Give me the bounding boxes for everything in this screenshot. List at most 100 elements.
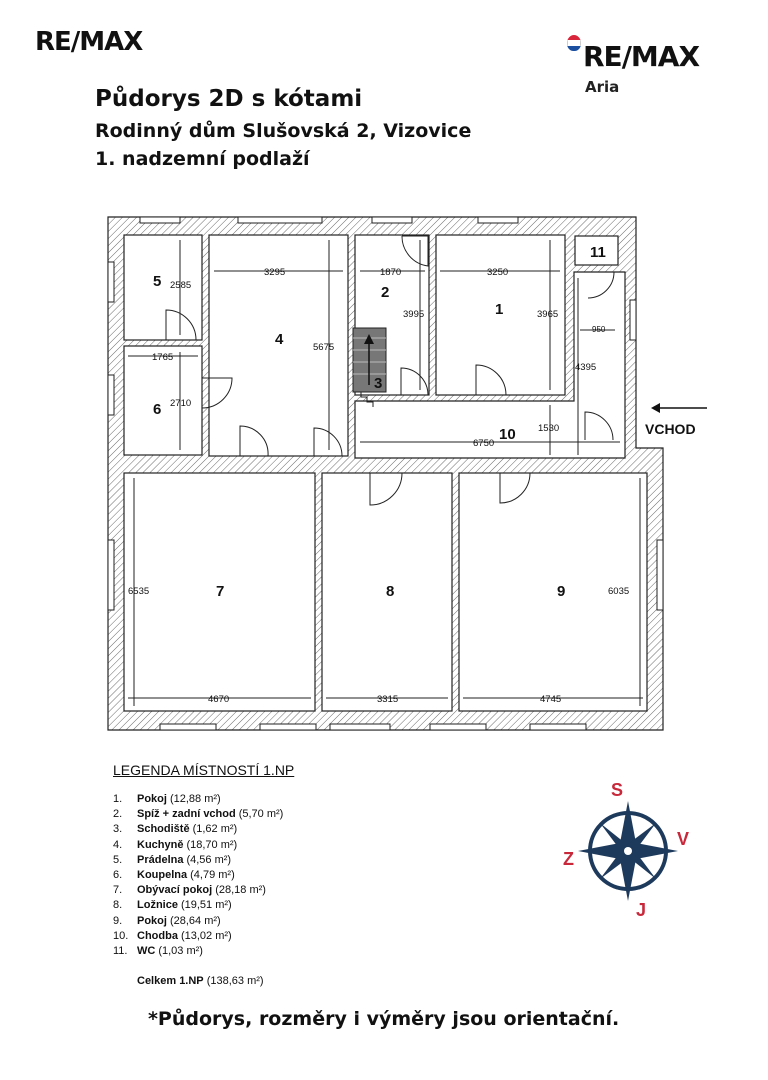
legend-item-number: 7. bbox=[113, 884, 123, 897]
legend-item: 2.Spíž + zadní vchod(5,70 m²) bbox=[113, 807, 283, 822]
legend-item-name: Chodba bbox=[137, 929, 178, 942]
dim-r10-h: 1530 bbox=[538, 423, 559, 434]
room-label-9: 9 bbox=[557, 583, 565, 600]
legend-item: 3. Schodiště(1,62 m²) bbox=[113, 822, 283, 837]
dim-r10-w: 6750 bbox=[473, 438, 494, 449]
dim-wc-w: 950 bbox=[592, 325, 606, 334]
dim-r8-w: 3315 bbox=[377, 694, 398, 705]
room-label-1: 1 bbox=[495, 301, 503, 318]
legend-item: 9. Pokoj(28,64 m²) bbox=[113, 914, 283, 929]
dim-r4-h: 5675 bbox=[313, 342, 334, 353]
legend-item-name: Prádelna bbox=[137, 853, 184, 866]
legend-item-name: Pokoj bbox=[137, 914, 167, 927]
legend-title: LEGENDA MÍSTNOSTÍ 1.NP bbox=[113, 762, 295, 778]
page-title: Půdorys 2D s kótami bbox=[95, 86, 363, 112]
dim-r2-h: 3995 bbox=[403, 309, 424, 320]
stairs bbox=[352, 327, 387, 407]
dimension-labels: 2585 3295 1870 3250 3995 3965 950 5675 1… bbox=[128, 267, 629, 705]
room-label-7: 7 bbox=[216, 583, 224, 600]
legend-item-area: (18,70 m²) bbox=[186, 838, 238, 851]
legend-item-number: 10. bbox=[113, 929, 129, 942]
room-label-6: 6 bbox=[153, 401, 161, 418]
room-11 bbox=[574, 235, 619, 266]
legend-item-number: 3. bbox=[113, 823, 123, 836]
room-label-4: 4 bbox=[275, 331, 284, 348]
legend-item-area: (4,79 m²) bbox=[190, 869, 235, 882]
dim-r9-w: 4745 bbox=[540, 694, 561, 705]
dimension-lines bbox=[128, 240, 643, 706]
legend-item-name: WC bbox=[137, 945, 156, 958]
total-area: (138,63 m²) bbox=[206, 975, 264, 987]
legend-item-area: (12,88 m²) bbox=[169, 793, 221, 805]
floor-name: 1. nadzemní podlaží bbox=[95, 148, 310, 170]
legend-item-name: Pokoj bbox=[137, 793, 167, 805]
legend-item: 8.Ložnice(19,51 m²) bbox=[113, 898, 283, 913]
legend-item-area: (1,62 m²) bbox=[192, 823, 238, 836]
legend-item-area: (28,18 m²) bbox=[215, 884, 266, 897]
legend-item-number: 8. bbox=[113, 899, 123, 912]
legend-item: 5. Prádelna(4,56 m²) bbox=[113, 853, 283, 868]
entry-label: VCHOD bbox=[645, 421, 696, 437]
dim-r9-h: 6035 bbox=[608, 586, 629, 597]
legend-item: 7. Obývací pokoj(28,18 m²) bbox=[113, 883, 283, 898]
legend-item-name: Ložnice bbox=[137, 899, 178, 912]
property-address: Rodinný dům Slušovská 2, Vizovice bbox=[95, 120, 472, 142]
legend-item: 11. WC(1,03 m²) bbox=[113, 944, 283, 959]
room-9 bbox=[458, 472, 648, 712]
legend-item-name: Obývací pokoj bbox=[137, 884, 213, 897]
dim-r2-w: 1870 bbox=[380, 267, 401, 278]
room-4 bbox=[208, 234, 349, 457]
office-name: Aria bbox=[585, 78, 620, 96]
room-labels: 1 2 3 4 5 6 7 8 9 10 11 bbox=[153, 244, 606, 600]
dim-r7-w: 4670 bbox=[208, 694, 229, 705]
compass-south: J bbox=[636, 900, 646, 920]
legend-item-area: (4,56 m²) bbox=[186, 853, 232, 866]
room-label-3: 3 bbox=[374, 375, 382, 392]
legend-item-number: 9. bbox=[113, 914, 123, 927]
legend-item-number: 4. bbox=[113, 838, 123, 851]
windows bbox=[107, 216, 664, 731]
room-6 bbox=[123, 345, 203, 456]
legend-item-name: Schodiště bbox=[137, 823, 190, 836]
dim-r6-h: 2710 bbox=[170, 398, 191, 409]
legend-item: 4. Kuchyně(18,70 m²) bbox=[113, 838, 283, 853]
legend-item-name: Kuchyně bbox=[137, 838, 184, 851]
floor-plan: 2585 3295 1870 3250 3995 3965 950 5675 1… bbox=[107, 216, 664, 731]
dim-r1-w: 3250 bbox=[487, 267, 508, 278]
room-1 bbox=[435, 234, 566, 396]
doors bbox=[165, 235, 615, 506]
compass-rose: S V J Z bbox=[563, 780, 689, 920]
legend-item-number: 5. bbox=[113, 853, 123, 866]
legend-item-area: (5,70 m²) bbox=[238, 808, 284, 821]
legend-item-number: 11. bbox=[113, 945, 128, 958]
room-label-10: 10 bbox=[499, 426, 516, 443]
legend-item-area: (1,03 m²) bbox=[158, 945, 203, 958]
remax-balloon-icon bbox=[567, 35, 581, 51]
legend-item-area: (28,64 m²) bbox=[169, 914, 221, 927]
room-label-11: 11 bbox=[590, 244, 606, 261]
compass-west: Z bbox=[563, 849, 574, 869]
dim-r1-h: 3965 bbox=[537, 309, 558, 320]
legend-item-area: (13,02 m²) bbox=[180, 929, 232, 942]
room-8 bbox=[321, 472, 453, 712]
legend-item-name: Spíž + zadní vchod bbox=[137, 808, 236, 821]
total-label: Celkem 1.NP bbox=[137, 975, 204, 987]
dim-r6-w: 1765 bbox=[152, 352, 173, 363]
remax-logo-right: RE/MAX bbox=[583, 40, 700, 73]
legend-item: 6.Koupelna (4,79 m²) bbox=[113, 868, 283, 883]
legend-item-number: 6. bbox=[113, 869, 123, 882]
compass-east: V bbox=[677, 829, 689, 849]
dim-hall-h: 4395 bbox=[575, 362, 596, 373]
remax-logo-left: RE/MAX bbox=[35, 27, 143, 57]
legend-item: 10. Chodba(13,02 m²) bbox=[113, 929, 283, 944]
room-7 bbox=[123, 472, 316, 712]
dim-r7-h: 6535 bbox=[128, 586, 149, 597]
room-5 bbox=[123, 234, 203, 341]
entry-arrow-icon bbox=[651, 403, 707, 413]
legend-list: 1.Pokoj(12,88 m²)2.Spíž + zadní vchod(5,… bbox=[113, 792, 283, 959]
disclaimer-note: *Půdorys, rozměry i výměry jsou orientač… bbox=[148, 1008, 620, 1030]
room-10 bbox=[354, 271, 626, 459]
legend-total: Celkem 1.NP (138,63 m²) bbox=[137, 975, 264, 987]
room-interiors bbox=[123, 234, 648, 712]
dim-r5-h: 2585 bbox=[170, 280, 191, 291]
